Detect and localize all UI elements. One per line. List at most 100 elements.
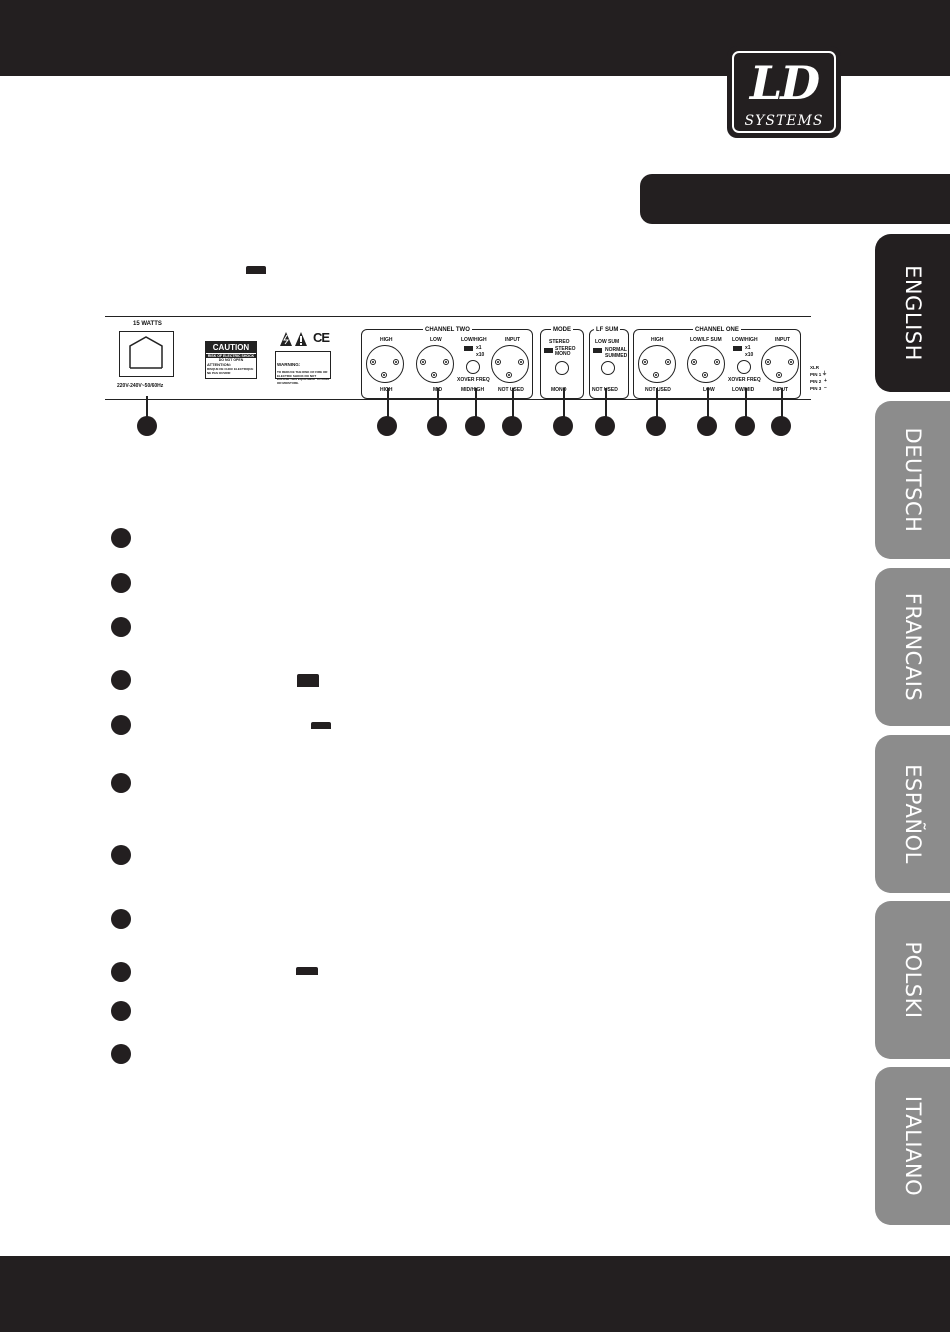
ch2-xover-knob[interactable] [466,360,480,374]
xlr-pin [788,359,794,365]
mode-title: MODE [551,327,573,334]
tab-deutsch[interactable]: DEUTSCH [875,401,950,559]
lf-sum-switch[interactable] [593,348,602,353]
list-item-marker [111,670,131,690]
ch2-mid-xlr-connector[interactable] [416,345,454,383]
tab-english[interactable]: ENGLISH [875,234,950,392]
list-item-marker [111,715,131,735]
xlr-pin [714,359,720,365]
caution-line-1: RISK OF ELECTRIC SHOCK [206,354,256,358]
lf-sum-summed-label: SUMMED [605,353,628,359]
switch-symbol-icon [246,266,266,274]
xlr-legend-ground-symbol: ⏚ [822,371,828,377]
xlr-pin [431,372,437,378]
ch1-xover-knob[interactable] [737,360,751,374]
caution-line-2: DO NOT OPEN [218,358,244,362]
ch1-range-switch[interactable] [733,346,742,351]
callout-leader [745,388,747,418]
ch1-xover-label: XOVER FREQ [728,377,761,383]
channel-one-title: CHANNEL ONE [693,327,741,334]
list-item-marker [111,845,131,865]
channel-two-title: CHANNEL TWO [423,327,472,334]
xlr-pin [702,372,708,378]
logo-systems-text: SYSTEMS [744,113,824,129]
ch2-input-xlr-connector[interactable] [491,345,529,383]
xlr-legend-minus-symbol: − [824,385,827,391]
ch2-xover-label: XOVER FREQ [457,377,490,383]
ch1-x10-label: x10 [745,352,754,358]
tab-italiano[interactable]: ITALIANO [875,1067,950,1225]
caution-label: CAUTION RISK OF ELECTRIC SHOCK DO NOT OP… [205,341,257,379]
mode-stereo-label: STEREO [549,339,570,345]
xlr-pin [420,359,426,365]
tab-espanol[interactable]: ESPAÑOL [875,735,950,893]
warning-title: WARNING: [277,362,301,367]
xlr-pin [443,359,449,365]
callout-marker [377,416,397,436]
caution-title: CAUTION [206,342,256,353]
mode-indicator-knob [555,361,569,375]
mode-switch[interactable] [544,348,553,353]
power-voltage-label: 220V-240V~50/60Hz [117,383,164,389]
xlr-pin [665,359,671,365]
xlr-pin [518,359,524,365]
tab-francais[interactable]: FRANCAIS [875,568,950,726]
list-item-marker [111,773,131,793]
callout-marker [697,416,717,436]
warning-triangles-icon [280,332,307,346]
tab-label-espanol: ESPAÑOL [900,764,925,864]
xlr-legend-pin2: PIN 2 [810,379,822,384]
ch2-bottom-label-high: HIGH [380,387,393,393]
logo-ld-text: LD [749,56,820,110]
callout-leader [387,388,389,418]
switch-symbol-icon [296,967,318,975]
lf-sum-title: LF SUM [594,327,621,334]
xlr-legend-pin1: PIN 1 [810,372,822,377]
ch2-range-switch[interactable] [464,346,473,351]
tab-polski[interactable]: POLSKI [875,901,950,1059]
tab-label-english: ENGLISH [900,265,925,361]
ch1-input-xlr-connector[interactable] [761,345,799,383]
ch1-top-label-lowlfsum: LOW/LF SUM [690,337,722,343]
list-item-marker [111,617,131,637]
ch1-x1-label: x1 [745,345,751,351]
ch1-bottom-label-low: LOW [703,387,715,393]
callout-leader [475,388,477,418]
xlr-legend-title: XLR [810,365,819,370]
xlr-pin [506,372,512,378]
tab-label-polski: POLSKI [900,941,925,1019]
list-item-marker [111,528,131,548]
xlr-pin [765,359,771,365]
xlr-legend-plus-symbol: + [824,378,827,384]
callout-marker [502,416,522,436]
ch2-bottom-label-notused: NOT USED [498,387,524,393]
lf-sum-normal-label: NORMAL [605,347,627,353]
list-item-marker [111,962,131,982]
ch2-x1-label: x1 [476,345,482,351]
callout-leader [146,396,148,418]
callout-leader [563,388,565,418]
ch1-bottom-label-lowmid: LOW/MID [732,387,755,393]
ch2-high-xlr-connector[interactable] [366,345,404,383]
attention-text: RISQUE DE CHOC ELECTRIQUE NE PAS OUVRIR [207,367,254,375]
list-item-marker [111,573,131,593]
callout-marker [553,416,573,436]
ld-systems-logo: LD SYSTEMS [727,46,841,138]
xlr-pin [370,359,376,365]
tab-label-francais: FRANCAIS [900,592,925,702]
callout-marker [646,416,666,436]
ch1-low-xlr-connector[interactable] [687,345,725,383]
ch1-bottom-label-notused: NOT USED [645,387,671,393]
tab-label-italiano: ITALIANO [900,1095,925,1197]
lf-sum-low-sum-label: LOW SUM [595,339,620,345]
callout-marker [427,416,447,436]
ch1-high-xlr-connector[interactable] [638,345,676,383]
callout-marker [595,416,615,436]
ch1-top-label-input: INPUT [775,337,790,343]
ch2-top-label-input: INPUT [505,337,520,343]
ch2-top-label-high: HIGH [380,337,393,343]
callout-marker [771,416,791,436]
logo-frame: LD SYSTEMS [732,51,836,133]
callout-leader [707,388,709,418]
power-watts-label: 15 WATTS [133,321,162,327]
